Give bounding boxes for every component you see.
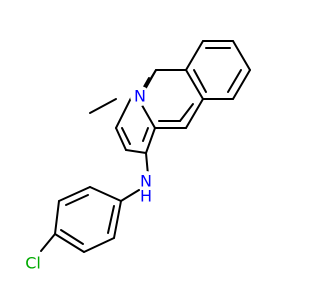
molecule-diagram: N N H Cl xyxy=(20,40,251,276)
bond xyxy=(54,200,60,235)
bond xyxy=(232,69,251,100)
atom-background xyxy=(136,171,156,191)
bond xyxy=(89,186,122,202)
bond xyxy=(54,233,85,253)
bond-layer xyxy=(40,40,251,253)
bond xyxy=(115,95,133,129)
bond xyxy=(185,69,204,100)
bond xyxy=(232,40,251,71)
bond xyxy=(115,127,127,151)
bond xyxy=(145,127,156,154)
bond xyxy=(144,69,157,89)
bond-inner xyxy=(142,127,149,142)
bond xyxy=(89,98,117,114)
bond-inner xyxy=(60,229,84,245)
bond-inner xyxy=(193,69,207,93)
atom-background xyxy=(130,86,150,106)
bond-inner xyxy=(179,103,194,122)
ring-nitrogen-label: N xyxy=(134,87,146,106)
bond-inner xyxy=(121,127,131,145)
bond-inner xyxy=(107,205,115,234)
bond xyxy=(125,149,147,154)
bond-inner xyxy=(65,194,89,206)
atom-background xyxy=(20,250,46,276)
amine-nitrogen-label: N xyxy=(140,172,152,191)
bond-inner xyxy=(227,69,242,93)
atom-labels: N N H Cl xyxy=(20,86,156,276)
bond xyxy=(58,186,91,202)
bond xyxy=(185,98,204,129)
bond xyxy=(40,233,56,252)
chlorine-label: Cl xyxy=(25,254,41,273)
bond xyxy=(113,200,122,239)
bond xyxy=(120,189,140,202)
bond xyxy=(83,237,115,253)
amine-hydrogen-label: H xyxy=(140,187,152,206)
bond xyxy=(185,40,204,71)
